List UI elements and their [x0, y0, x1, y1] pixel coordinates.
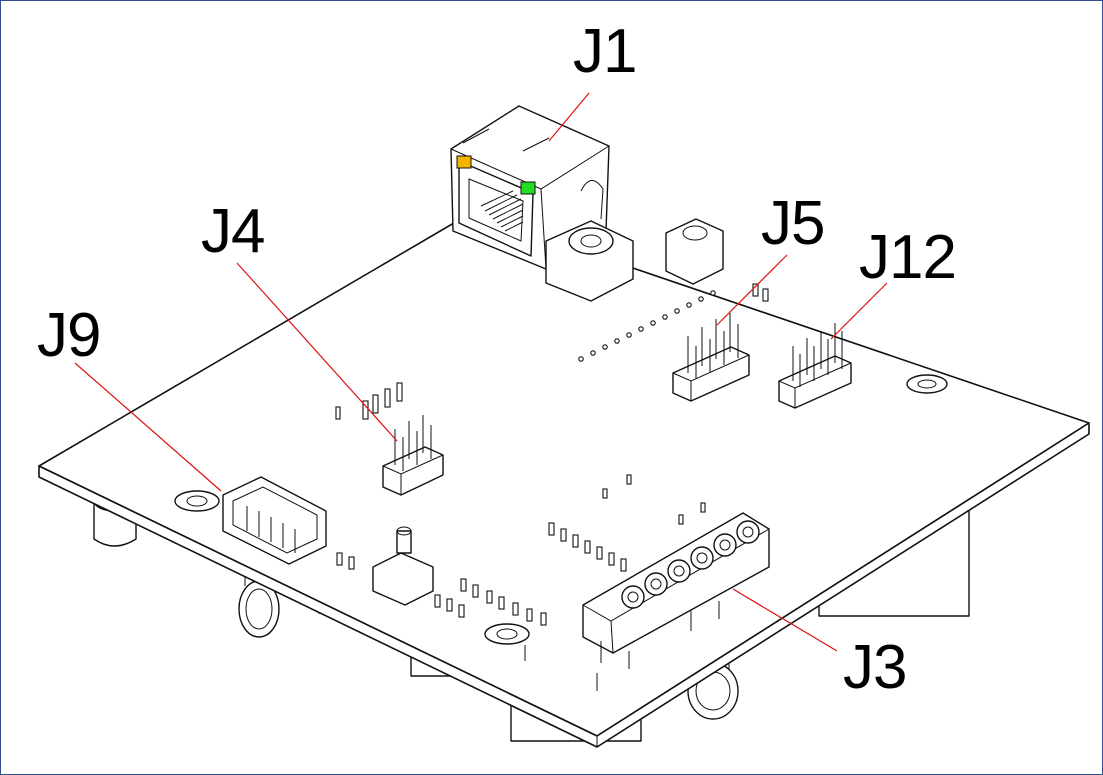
j9-wire-connector [222, 476, 327, 565]
j3-label: J3 [843, 633, 907, 702]
tactile-switch [372, 526, 434, 606]
j5-pin-header [672, 313, 750, 402]
j12-pin-header [778, 323, 852, 409]
j12-label: J12 [859, 223, 957, 292]
j4-label: J4 [201, 197, 265, 266]
j1-rj45-connector [450, 105, 610, 270]
small-pins [335, 283, 769, 626]
led-green-icon [520, 181, 536, 195]
mounting-holes [174, 374, 948, 645]
j3-terminal-block [524, 512, 770, 691]
via-row [578, 290, 716, 362]
terminal-screw-icons [621, 520, 760, 609]
trim-potentiometer [665, 218, 724, 285]
j5-label: J5 [761, 189, 825, 258]
j1-label: J1 [573, 17, 637, 86]
j4-pin-header [382, 415, 444, 496]
transformer-part [545, 220, 634, 302]
leader-lines [74, 92, 888, 652]
j9-label: J9 [37, 301, 101, 370]
pcb-board [38, 212, 1090, 748]
led-orange-icon [456, 155, 472, 169]
